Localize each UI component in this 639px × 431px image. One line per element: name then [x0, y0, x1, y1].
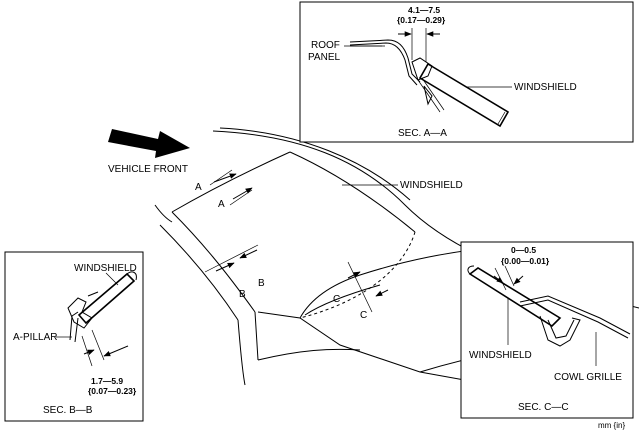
main-windshield-label: WINDSHIELD — [400, 180, 463, 191]
svg-text:0—0.5: 0—0.5 — [511, 245, 536, 255]
svg-text:C: C — [360, 310, 367, 321]
svg-text:ROOF: ROOF — [311, 40, 340, 51]
svg-text:1.7—5.9: 1.7—5.9 — [91, 376, 123, 386]
svg-text:{0.07—0.23}: {0.07—0.23} — [88, 386, 137, 396]
svg-text:A: A — [218, 199, 225, 210]
vehicle-front-label: VEHICLE FRONT — [108, 164, 188, 175]
svg-text:SEC. C—C: SEC. C—C — [518, 402, 569, 413]
svg-text:B: B — [258, 278, 265, 289]
svg-text:WINDSHIELD: WINDSHIELD — [469, 350, 532, 361]
svg-text:{0.17—0.29}: {0.17—0.29} — [397, 15, 446, 25]
svg-text:C: C — [333, 294, 340, 305]
svg-text:A-PILLAR: A-PILLAR — [13, 332, 57, 343]
units-label: mm {in} — [598, 421, 625, 430]
svg-text:PANEL: PANEL — [308, 52, 340, 63]
section-b-detail: WINDSHIELD A-PILLAR 1.7—5.9 {0.07—0.23} … — [4, 251, 144, 422]
svg-text:SEC. B—B: SEC. B—B — [43, 405, 93, 416]
svg-text:WINDSHIELD: WINDSHIELD — [514, 82, 577, 93]
svg-text:A: A — [195, 182, 202, 193]
svg-text:COWL GRILLE: COWL GRILLE — [554, 372, 622, 383]
svg-text:WINDSHIELD: WINDSHIELD — [74, 263, 137, 274]
section-a-detail: 4.1—7.5 {0.17—0.29} ROOF PANEL WINDSHIEL… — [299, 1, 634, 143]
section-c-detail: 0—0.5 {0.00—0.01} WINDSHIELD COWL GRILLE… — [460, 241, 634, 419]
section-c-marker: C C — [333, 261, 389, 321]
svg-text:4.1—7.5: 4.1—7.5 — [408, 5, 440, 15]
svg-text:{0.00—0.01}: {0.00—0.01} — [501, 256, 550, 266]
svg-text:SEC. A—A: SEC. A—A — [398, 128, 447, 139]
section-a-marker: A A — [195, 169, 253, 210]
section-b-marker: B B — [204, 244, 265, 300]
vehicle-front-arrow — [108, 129, 190, 158]
svg-text:B: B — [239, 289, 246, 300]
